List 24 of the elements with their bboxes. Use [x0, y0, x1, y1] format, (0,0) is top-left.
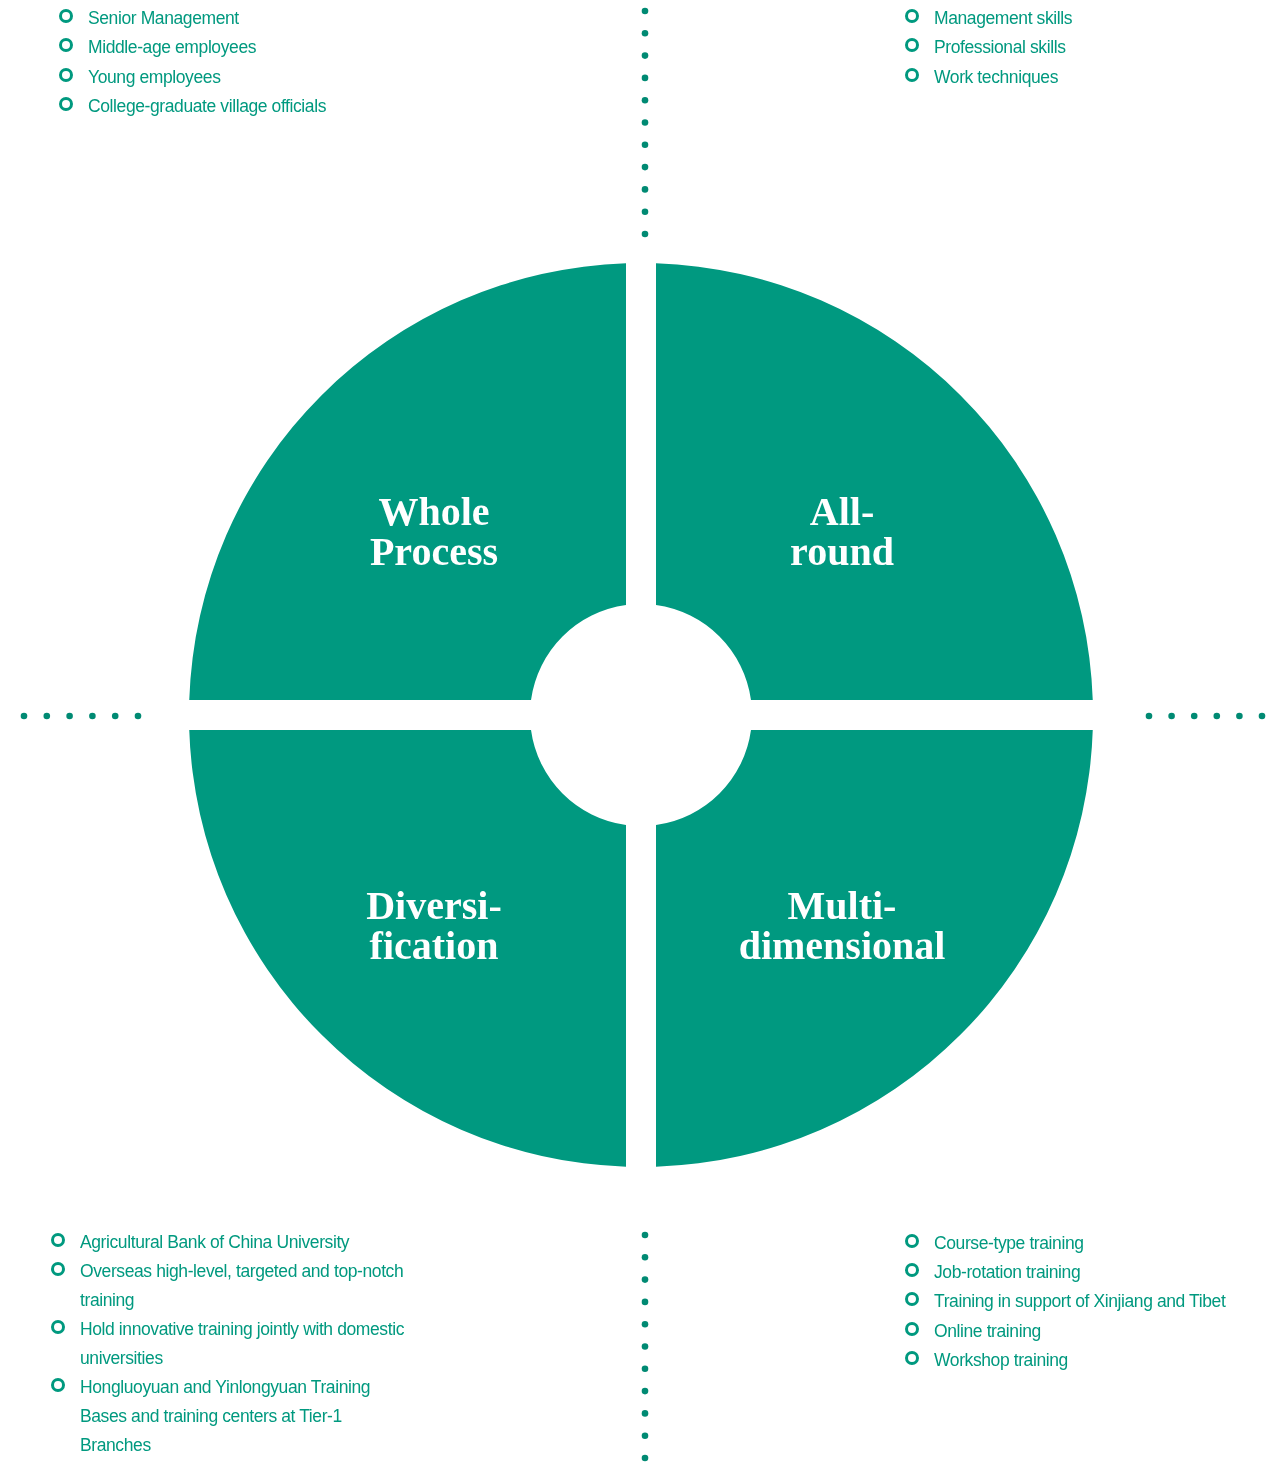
- list-item-text: Middle-age employees: [88, 36, 257, 60]
- list-item-text: Senior Management: [88, 7, 239, 30]
- list-item-text: Professional skills: [934, 36, 1066, 60]
- list-item-text: Work techniques: [934, 65, 1059, 89]
- list-item-text: Training in support of Xinjiang and Tibet: [934, 1290, 1226, 1314]
- list-item-text: Workshop training: [934, 1348, 1068, 1372]
- list-item-text: Management skills: [934, 7, 1073, 30]
- list-item-text: Course-type training: [934, 1232, 1084, 1255]
- list-item-text: Job-rotation training: [934, 1261, 1081, 1285]
- quadrant-segment: [656, 730, 1093, 1167]
- segment-title: Diversi- fication: [365, 886, 503, 966]
- segment-title: Multi- dimensional: [737, 886, 947, 966]
- list-item-text: Online training: [934, 1319, 1041, 1343]
- list-item-text: Hongluoyuan and Yinlongyuan Training Bases and training centers at Tier-1 Branches: [80, 1376, 372, 1457]
- quadrant-segment: [189, 263, 626, 700]
- segment-title: All- round: [789, 492, 895, 572]
- list-item-text: Hold innovative training jointly with domestic universities: [80, 1318, 405, 1370]
- list-item-text: College-graduate village officials: [88, 94, 327, 118]
- quadrant-segment: [656, 263, 1093, 700]
- list-item-text: Young employees: [88, 65, 221, 89]
- list-item-text: Agricultural Bank of China University: [80, 1231, 350, 1254]
- list-item-text: Overseas high-level, targeted and top-notch training: [80, 1260, 405, 1312]
- segment-title: Whole Process: [368, 492, 500, 572]
- quadrant-segment: [189, 730, 626, 1167]
